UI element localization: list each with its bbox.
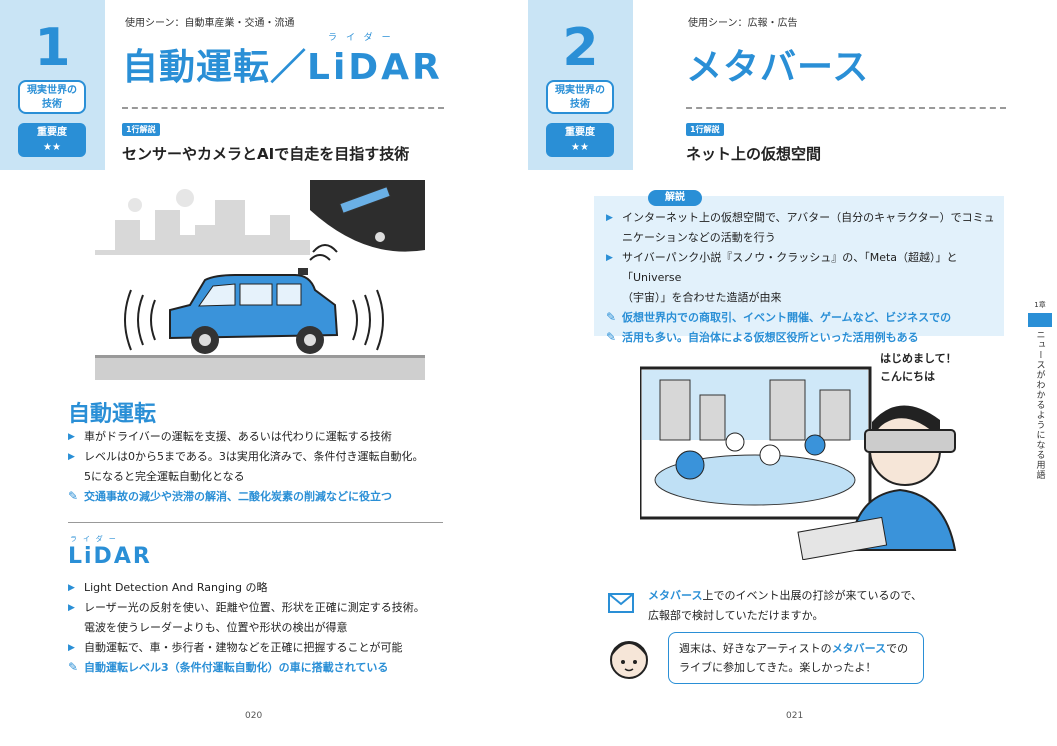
category-tag: 現実世界の技術 [18,80,86,114]
autonomous-list: 車がドライバーの運転を支援、あるいは代わりに運転する技術 レベルは0から5まであ… [68,427,448,507]
title-ruby: ライダー [328,33,400,43]
importance-label: 重要度 [37,127,67,138]
lidar-ruby: ライダー [70,535,122,543]
term-number-block: 1 現実世界の技術 重要度 ★★ [0,0,105,170]
page-number: 021 [786,711,804,721]
section-divider [68,522,443,523]
importance-badge: 重要度 ★★ [18,123,86,157]
svg-text:はじめまして！: はじめまして！ [880,352,957,365]
chapter-tab: 1章 ニュースがわかるようになる用語 [1023,300,1057,482]
mail-line-1: メタバース上でのイベント出展の打診が来ているので、 [648,586,978,606]
note-item: 自動運転レベル3（条件付運転自動化）の車に搭載されている [68,657,458,678]
chat-text: 週末は、好きなアーティストの [679,642,832,655]
list-item: レーザー光の反射を使い、距離や位置、形状を正確に測定する技術。 [68,598,458,618]
note-item: 交通事故の減少や渋滞の解消、二酸化炭素の削減などに役立つ [68,486,448,507]
chat-highlight: メタバース [831,642,887,655]
importance-stars: ★★ [571,142,589,153]
title-main: 自動運転／ [122,47,308,88]
mail-icon [608,593,634,613]
avatar [610,641,648,679]
list-item: インターネット上の仮想空間で、アバター（自分のキャラクター）でコミュ [606,208,1001,228]
mail-message: メタバース上でのイベント出展の打診が来ているので、 広報部で検討していただけます… [648,586,978,626]
list-item: 車がドライバーの運転を支援、あるいは代わりに運転する技術 [68,427,448,447]
list-item: Light Detection And Ranging の略 [68,578,458,598]
chat-text: での [886,642,909,655]
lidar-list: Light Detection And Ranging の略 レーザー光の反射を… [68,578,458,678]
svg-text:こんにちは: こんにちは [880,370,935,383]
category-label: 現実世界の技術 [555,85,605,110]
chapter-title: ニュースがわかるようになる用語 [1034,330,1045,480]
chat-line-1: 週末は、好きなアーティストのメタバースでの [679,639,913,658]
usage-scene: 使用シーン：広報・広告 [688,18,798,29]
mail-text: 上でのイベント出展の打診が来ているので、 [702,589,923,602]
right-page: 2 現実世界の技術 重要度 ★★ 使用シーン：広報・広告 メタバース 1行解説 … [528,0,1057,746]
list-item: ニケーションなどの活動を行う [622,231,776,244]
note-item: 仮想世界内での商取引、イベント開催、ゲームなど、ビジネスでの [606,307,1001,328]
title-divider [122,107,444,109]
importance-label: 重要度 [565,127,595,138]
section-title-autonomous: 自動運転 [68,402,157,427]
note-text: 活用も多い。自治体による仮想区役所といった活用例もある [622,331,919,344]
section-title-lidar: LiDAR [68,544,152,569]
chapter-bar [1028,313,1052,327]
title-lidar: LiDAR [307,47,443,88]
chat-bubble: 週末は、好きなアーティストのメタバースでの ライブに参加してきた。楽しかったよ！ [668,632,924,684]
list-item: 電波を使うレーダーよりも、位置や形状の検出が得意 [84,621,348,634]
explanation-label: 解説 [648,190,702,206]
chat-line-2: ライブに参加してきた。楽しかったよ！ [679,661,877,674]
list-item: （宇宙）」を合わせた造語が由来 [622,291,782,304]
category-tag: 現実世界の技術 [546,80,614,114]
term-number: 1 [34,18,71,78]
metaverse-illustration: はじめまして！ こんにちは [640,352,957,560]
page-title: メタバース [686,47,870,88]
term-number-block: 2 現実世界の技術 重要度 ★★ [528,0,633,170]
list-item: サイバーパンク小説『スノウ・クラッシュ』の、「Meta（超越）」と「Univer… [606,248,1001,288]
oneline-summary: ネット上の仮想空間 [686,145,822,163]
importance-stars: ★★ [43,142,61,153]
list-item: 5になると完全運転自動化となる [84,470,245,483]
list-item: 自動運転で、車・歩行者・建物などを正確に把握することが可能 [68,638,458,658]
mail-line-2: 広報部で検討していただけますか。 [648,609,824,622]
page-title: 自動運転／LiDAR [122,38,443,90]
left-page: 1 現実世界の技術 重要度 ★★ 使用シーン：自動車産業・交通・流通 ライダー … [0,0,528,746]
oneline-summary: センサーやカメラとAIで自走を目指す技術 [122,145,410,163]
oneline-tag: 1行解説 [686,123,724,136]
explanation-list: インターネット上の仮想空間で、アバター（自分のキャラクター）でコミュ ニケーショ… [606,208,1001,348]
usage-scene: 使用シーン：自動車産業・交通・流通 [125,18,295,29]
page-number: 020 [245,711,263,721]
term-number: 2 [562,18,599,78]
mail-highlight: メタバース [648,589,703,602]
car-lidar-illustration [95,180,425,380]
chapter-label: 1章 [1034,301,1046,309]
list-item: レベルは0から5まである。3は実用化済みで、条件付き運転自動化。 [68,447,448,467]
category-label: 現実世界の技術 [27,85,77,110]
importance-badge: 重要度 ★★ [546,123,614,157]
title-divider [686,107,1006,109]
oneline-tag: 1行解説 [122,123,160,136]
note-item-cont: 活用も多い。自治体による仮想区役所といった活用例もある [606,327,1001,348]
